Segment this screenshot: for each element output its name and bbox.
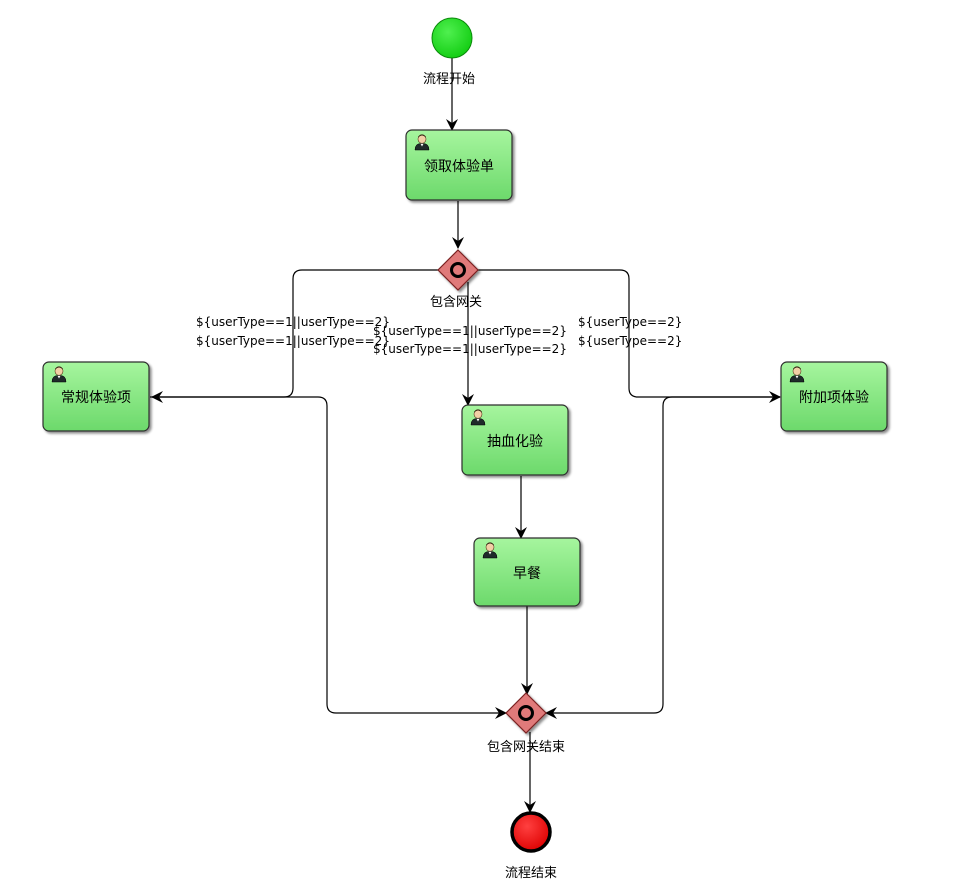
condition-line: ${userType==2} bbox=[578, 315, 682, 329]
end-event[interactable] bbox=[510, 811, 552, 853]
flow-regular-to-join[interactable] bbox=[150, 396, 507, 719]
start-event[interactable] bbox=[431, 17, 473, 59]
task-label: 早餐 bbox=[513, 566, 541, 582]
condition-line: ${userType==2} bbox=[578, 334, 682, 348]
task-breakfast[interactable]: 早餐 bbox=[473, 537, 581, 607]
inclusive-gateway-join[interactable] bbox=[505, 692, 547, 734]
gateway-join-label: 包含网关结束 bbox=[487, 739, 565, 755]
task-label: 附加项体验 bbox=[799, 390, 869, 406]
inclusive-gateway-split[interactable] bbox=[437, 249, 479, 291]
task-regular-exam[interactable]: 常规体验项 bbox=[42, 361, 150, 432]
condition-to-extra: ${userType==2} ${userType==2} bbox=[578, 315, 682, 348]
condition-line: ${userType==1||userType==2} bbox=[373, 324, 567, 338]
gateway-split-label: 包含网关 bbox=[430, 294, 482, 310]
condition-to-regular: ${userType==1||userType==2} ${userType==… bbox=[196, 315, 390, 348]
task-label: 常规体验项 bbox=[61, 390, 131, 406]
task-label: 抽血化验 bbox=[487, 434, 543, 450]
start-event-label: 流程开始 bbox=[423, 72, 475, 87]
condition-line: ${userType==1||userType==2} bbox=[196, 315, 390, 329]
flow-split-to-extra[interactable] bbox=[476, 269, 781, 403]
task-extra-exam[interactable]: 附加项体验 bbox=[780, 361, 888, 432]
task-label: 领取体验单 bbox=[424, 159, 494, 175]
condition-line: ${userType==1||userType==2} bbox=[373, 342, 567, 356]
condition-line: ${userType==1||userType==2} bbox=[196, 334, 390, 348]
task-receive-form[interactable]: 领取体验单 bbox=[405, 129, 513, 201]
end-event-label: 流程结束 bbox=[505, 866, 557, 881]
condition-to-blood: ${userType==1||userType==2} ${userType==… bbox=[373, 324, 567, 356]
task-blood-test[interactable]: 抽血化验 bbox=[461, 404, 569, 476]
flow-extra-to-join[interactable] bbox=[545, 396, 780, 719]
